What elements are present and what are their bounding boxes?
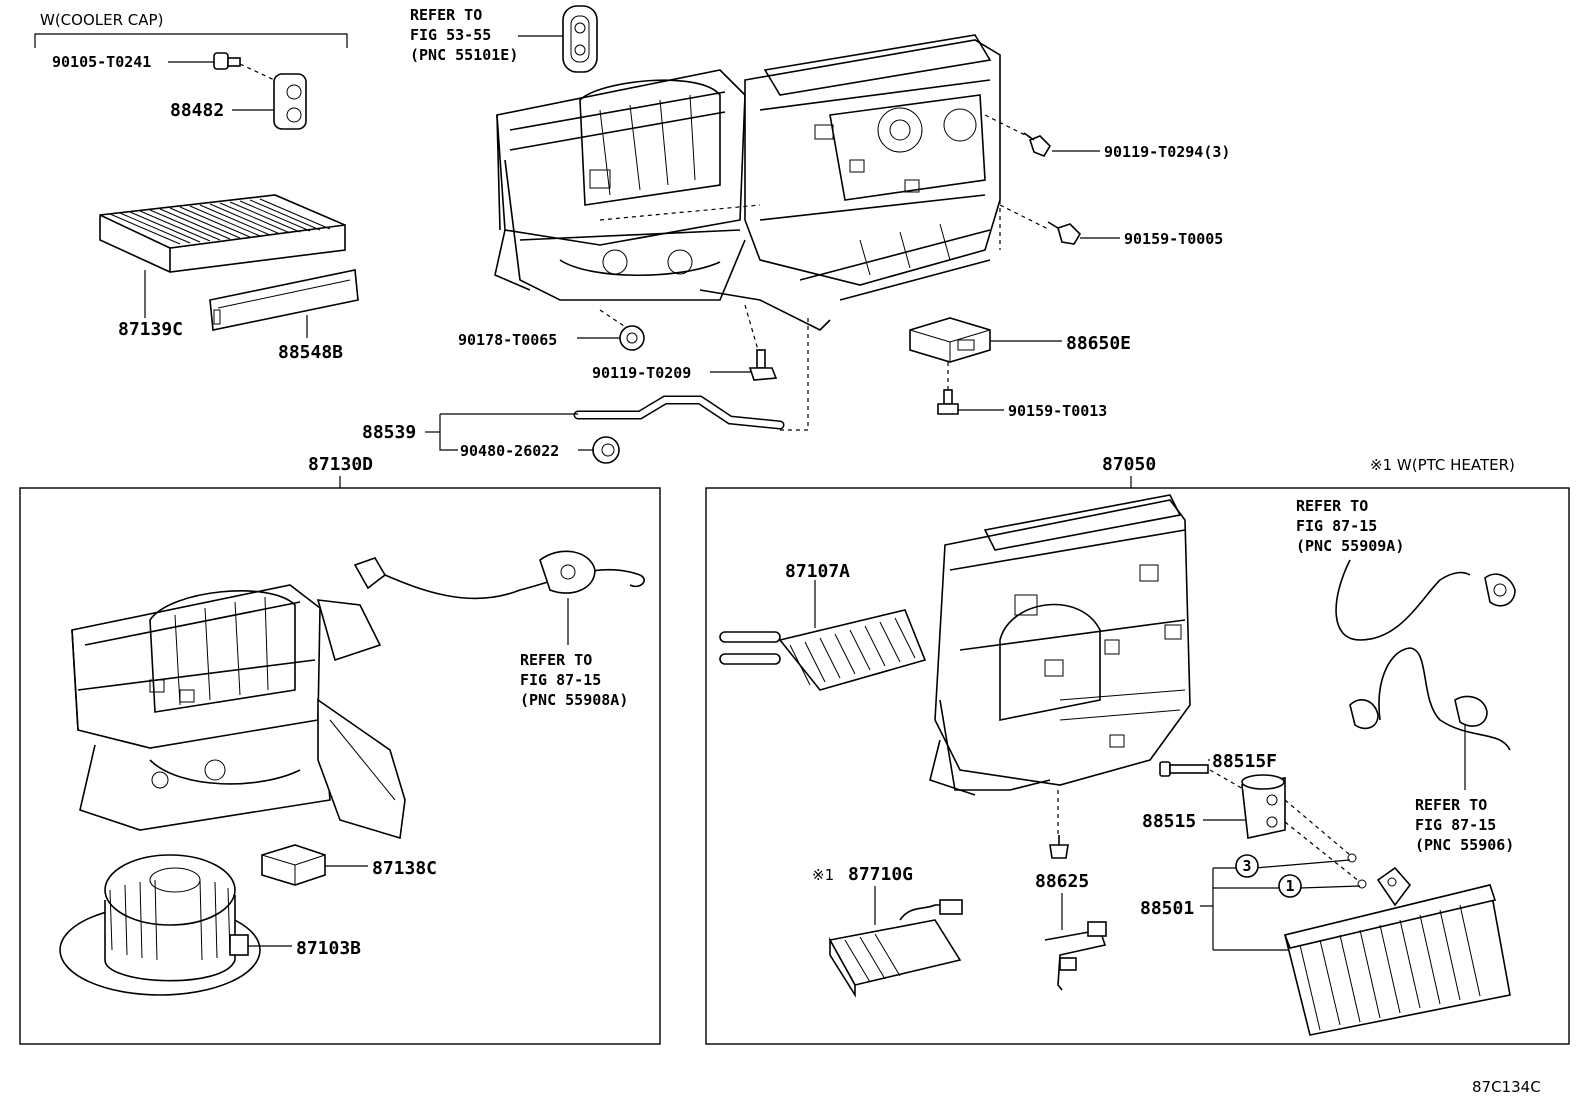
oring-3-icon	[1347, 853, 1357, 863]
circle-3-label: 3	[1242, 857, 1251, 875]
bolt-90105-icon	[213, 52, 241, 70]
label-87103B: 87103B	[296, 938, 361, 959]
wire-harness-left-icon	[353, 550, 645, 600]
label-90105-T0241: 90105-T0241	[52, 53, 151, 71]
label-90159-T0005: 90159-T0005	[1124, 230, 1223, 248]
right-refer-top-line2: FIG 87-15	[1296, 517, 1377, 535]
wire-harness-right-top-icon	[1335, 559, 1516, 641]
top-refer-line1: REFER TO	[410, 6, 482, 24]
cooler-cap-group: W(COOLER CAP) 90105-T0241 88482	[34, 11, 348, 130]
top-refer-line2: FIG 53-55	[410, 26, 491, 44]
label-87050: 87050	[1102, 454, 1156, 475]
label-88482: 88482	[170, 100, 224, 121]
label-90119-T0209: 90119-T0209	[592, 364, 691, 382]
right-refer-bottom-line3: (PNC 55906)	[1415, 836, 1514, 854]
left-assembly-box	[19, 487, 661, 1045]
label-90159-T0013: 90159-T0013	[1008, 402, 1107, 420]
label-87139C: 87139C	[118, 319, 183, 340]
ptc-heater-note: ※1 W(PTC HEATER)	[1370, 456, 1515, 474]
evaporator-88501-icon	[1283, 866, 1511, 1036]
dash-hose	[780, 318, 809, 431]
heater-core-87107A-icon	[719, 609, 927, 691]
circle-1-marker: 1	[1278, 874, 1302, 898]
expansion-valve-88515-icon	[1241, 774, 1286, 839]
sensor-88650E-icon	[909, 317, 991, 363]
label-90480-26022: 90480-26022	[460, 442, 559, 460]
resistor-87138C-icon	[261, 844, 326, 886]
thermistor-88625-icon	[1044, 921, 1107, 991]
bolt-90119-T0294-icon	[1023, 132, 1052, 157]
hvac-case-87050-icon	[929, 494, 1191, 796]
top-hvac-assembly-icon	[494, 34, 1001, 331]
left-refer-line1: REFER TO	[520, 651, 592, 669]
circle-3-marker: 3	[1235, 854, 1259, 878]
right-refer-top-line1: REFER TO	[1296, 497, 1368, 515]
bolt-90119-T0209-icon	[748, 349, 778, 381]
bolt-88515F-icon	[1159, 761, 1209, 777]
label-87107A: 87107A	[785, 561, 850, 582]
label-88515: 88515	[1142, 811, 1196, 832]
cooler-cap-bracket	[34, 33, 348, 48]
blower-case-icon	[71, 584, 406, 840]
clip-90178-T0065-icon	[619, 325, 645, 351]
dash-bolt-2	[999, 200, 1051, 250]
oring-1-icon	[1357, 879, 1367, 889]
filter-87139C-icon	[99, 194, 346, 273]
ptc-mark: ※1	[812, 866, 834, 884]
right-refer-top-line3: (PNC 55909A)	[1296, 537, 1404, 555]
screw-small-icon	[1049, 835, 1069, 859]
blower-motor-87103B-icon	[59, 854, 261, 996]
cooler-cap-title: W(COOLER CAP)	[40, 11, 163, 29]
label-90178-T0065: 90178-T0065	[458, 331, 557, 349]
label-88548B: 88548B	[278, 342, 343, 363]
top-refer-line3: (PNC 55101E)	[410, 46, 518, 64]
ptc-heater-87710G-icon	[828, 899, 963, 998]
label-88625: 88625	[1035, 871, 1089, 892]
dash-valve	[1209, 769, 1361, 883]
grommet-90480-26022-icon	[592, 436, 620, 464]
dash-clip	[599, 309, 631, 331]
left-refer-line2: FIG 87-15	[520, 671, 601, 689]
leader-88501	[1200, 867, 1288, 951]
label-88650E: 88650E	[1066, 333, 1131, 354]
right-assembly-box	[705, 487, 1570, 1045]
dash-internal	[599, 204, 761, 221]
screw-90159-T0013-icon	[937, 389, 959, 415]
label-88501: 88501	[1140, 898, 1194, 919]
label-88515F: 88515F	[1212, 751, 1277, 772]
label-90119-T0294: 90119-T0294(3)	[1104, 143, 1230, 161]
leader-88539	[439, 413, 578, 451]
label-87710G: 87710G	[848, 864, 913, 885]
leader-circle-1	[1299, 885, 1361, 889]
grommet-icon	[562, 5, 598, 73]
wire-harness-right-bottom-icon	[1349, 647, 1511, 751]
leader-circle-3	[1254, 859, 1351, 869]
cooler-cap-icon	[273, 73, 307, 130]
filter-cover-88548B-icon	[209, 269, 359, 331]
dash-bolt-low	[744, 304, 759, 351]
bolt-90159-T0005-icon	[1047, 221, 1082, 245]
top-refer-group: REFER TO FIG 53-55 (PNC 55101E)	[410, 5, 598, 73]
hose-88539-icon	[573, 395, 785, 430]
right-refer-bottom-line1: REFER TO	[1415, 796, 1487, 814]
circle-1-label: 1	[1285, 877, 1294, 895]
label-88539: 88539	[362, 422, 416, 443]
diagram-code: 87C134C	[1472, 1078, 1541, 1096]
dash-bolt-3	[984, 114, 1036, 141]
label-87130D: 87130D	[308, 454, 373, 475]
right-refer-bottom-line2: FIG 87-15	[1415, 816, 1496, 834]
left-refer-line3: (PNC 55908A)	[520, 691, 628, 709]
label-87138C: 87138C	[372, 858, 437, 879]
